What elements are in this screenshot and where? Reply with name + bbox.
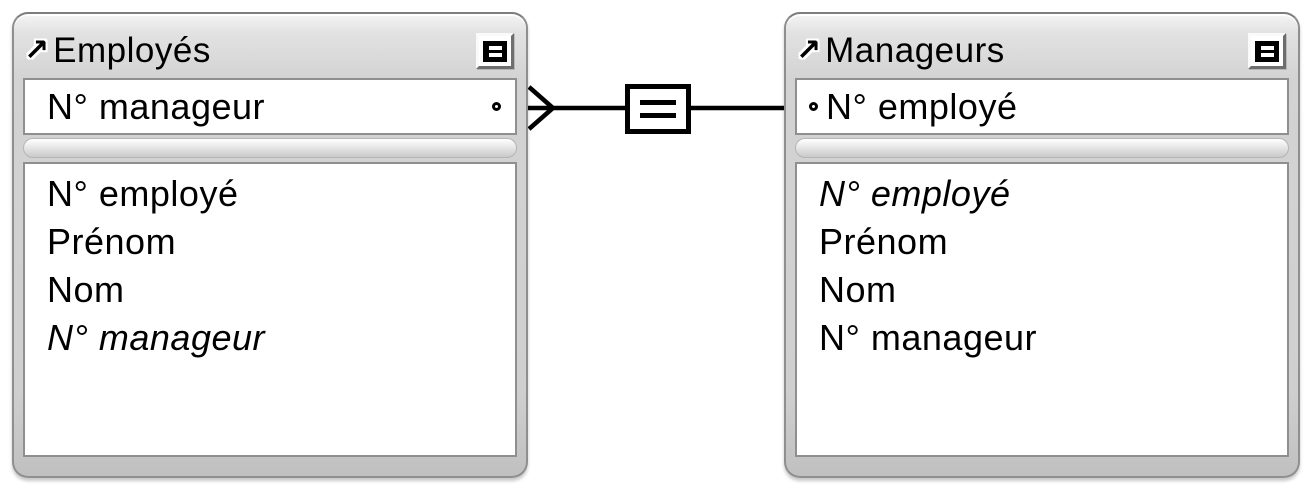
- table-employes-header[interactable]: ↗ Employés: [14, 14, 526, 78]
- equals-icon: [483, 40, 507, 62]
- ne-arrow-icon[interactable]: ↗: [796, 33, 822, 68]
- table-title: Employés: [53, 31, 211, 70]
- table-manageurs-header[interactable]: ↗ Manageurs: [786, 14, 1298, 78]
- collapse-button[interactable]: [1248, 33, 1286, 69]
- ne-arrow-icon[interactable]: ↗: [24, 33, 50, 68]
- field-item[interactable]: Nom: [47, 269, 125, 310]
- field-item[interactable]: N° employé: [47, 173, 239, 214]
- equals-operator-icon: [640, 100, 676, 105]
- connection-point-icon: [809, 102, 818, 111]
- connection-point-icon: [492, 102, 501, 111]
- field-item[interactable]: Prénom: [819, 221, 949, 262]
- field-list: N° employé Prénom Nom N° manageur: [795, 162, 1289, 457]
- field-item[interactable]: N° employé: [819, 173, 1011, 214]
- key-field-row[interactable]: N° employé: [795, 78, 1289, 135]
- equals-operator-icon: [640, 113, 676, 118]
- field-item[interactable]: N° manageur: [819, 317, 1038, 358]
- equals-icon: [1255, 40, 1279, 62]
- table-title: Manageurs: [825, 31, 1005, 70]
- relationship-operator-box[interactable]: [625, 84, 691, 134]
- key-field-label: N° manageur: [47, 85, 266, 127]
- relationship-connector-line[interactable]: [528, 58, 784, 158]
- field-item[interactable]: Nom: [819, 269, 897, 310]
- table-manageurs[interactable]: ↗ Manageurs N° employé N° employé Prénom…: [784, 12, 1300, 478]
- collapse-button[interactable]: [476, 33, 514, 69]
- key-field-label: N° employé: [826, 85, 1018, 127]
- separator-bar: [795, 138, 1289, 158]
- key-field-row[interactable]: N° manageur: [23, 78, 517, 135]
- separator-bar: [23, 138, 517, 158]
- field-item[interactable]: N° manageur: [47, 317, 266, 358]
- table-employes[interactable]: ↗ Employés N° manageur N° employé Prénom…: [12, 12, 528, 478]
- field-list: N° employé Prénom Nom N° manageur: [23, 162, 517, 457]
- field-item[interactable]: Prénom: [47, 221, 177, 262]
